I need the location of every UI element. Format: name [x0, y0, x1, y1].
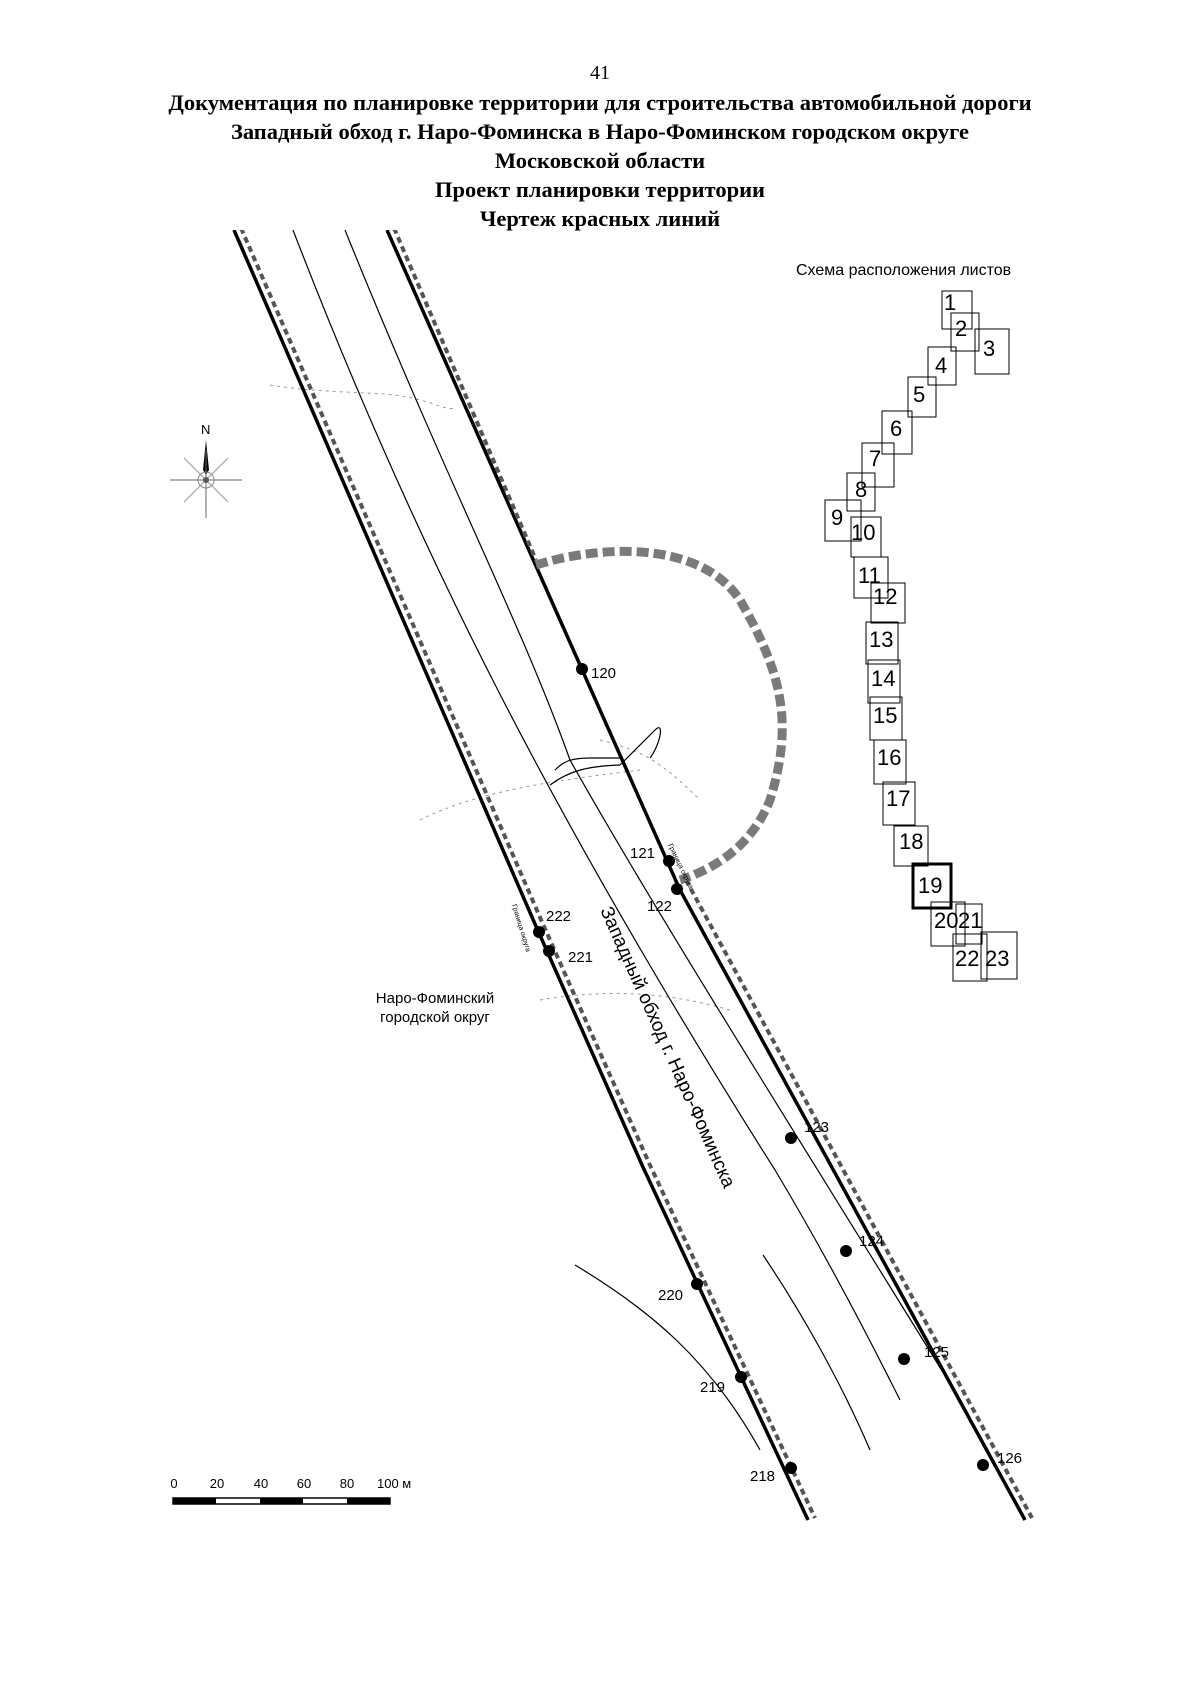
sheet-11: 11: [858, 563, 881, 588]
district-label-line-1: Наро-Фоминский: [376, 990, 494, 1007]
svg-text:80: 80: [340, 1476, 354, 1491]
sheet-layout-key: Схема расположения листов 1 2 3 4 5 6 7 …: [796, 262, 1018, 982]
document-title: Документация по планировке территории дл…: [60, 88, 1140, 233]
point-120: 120: [576, 663, 616, 682]
sheet-21: 21: [958, 908, 982, 933]
point-222: 222: [533, 908, 571, 938]
terrain-lines: [269, 384, 731, 1011]
title-line-4: Проект планировки территории: [434, 177, 766, 202]
svg-text:220: 220: [658, 1287, 683, 1304]
title-line-1: Документация по планировке территории дл…: [168, 90, 1032, 115]
sheet-5: 5: [913, 382, 925, 407]
red-line-east: [385, 230, 1034, 1521]
point-125: 125: [898, 1344, 949, 1365]
svg-text:123: 123: [804, 1119, 829, 1136]
point-218: 218: [750, 1462, 797, 1485]
sheet-13: 13: [869, 627, 893, 652]
sheet-23: 23: [985, 946, 1009, 971]
sheet-4: 4: [935, 353, 947, 378]
sheet-6: 6: [890, 416, 902, 441]
svg-text:40: 40: [254, 1476, 268, 1491]
scale-bar: 0 20 40 60 80 100 м: [170, 1476, 411, 1505]
point-220: 220: [658, 1278, 703, 1304]
title-line-2: Западный обход г. Наро-Фоминска в Наро-Ф…: [230, 119, 970, 144]
svg-text:100 м: 100 м: [377, 1476, 411, 1491]
sheet-12: 12: [873, 584, 897, 609]
sheet-7: 7: [869, 446, 881, 471]
sheet-10: 10: [851, 520, 875, 545]
map-drawing: Граница округа Граница округа Западный о…: [232, 230, 1034, 1521]
sheet-1: 1: [944, 290, 956, 315]
point-124: 124: [840, 1233, 884, 1257]
svg-text:126: 126: [997, 1450, 1022, 1467]
svg-text:121: 121: [630, 845, 655, 862]
svg-text:122: 122: [647, 898, 672, 915]
sheet-19: 19: [918, 873, 942, 898]
point-121: 121: [630, 845, 675, 867]
road-label: Западный обход г. Наро-Фоминска: [595, 903, 739, 1191]
sheet-2: 2: [955, 316, 967, 341]
sheet-9: 9: [831, 505, 843, 530]
svg-text:222: 222: [546, 908, 571, 925]
point-122: 122: [647, 883, 683, 915]
svg-text:60: 60: [297, 1476, 311, 1491]
key-title: Схема расположения листов: [796, 262, 1011, 279]
point-123: 123: [785, 1119, 829, 1144]
red-line-west: [232, 230, 817, 1521]
svg-text:20: 20: [210, 1476, 224, 1491]
svg-text:219: 219: [700, 1379, 725, 1396]
sheet-15: 15: [873, 703, 897, 728]
compass-rose-icon: N: [170, 422, 242, 518]
red-line-arc: [534, 546, 787, 885]
point-221: 221: [543, 945, 593, 966]
sheet-18: 18: [899, 829, 923, 854]
svg-text:125: 125: [924, 1344, 949, 1361]
sheet-14: 14: [871, 666, 895, 691]
title-line-3: Московской области: [494, 148, 706, 173]
page-number: 41: [590, 62, 610, 84]
point-126: 126: [977, 1450, 1022, 1471]
point-219: 219: [700, 1371, 747, 1396]
svg-text:124: 124: [859, 1233, 884, 1250]
title-line-5: Чертеж красных линий: [479, 206, 721, 231]
svg-text:120: 120: [591, 665, 616, 682]
svg-text:221: 221: [568, 949, 593, 966]
road-edges: [292, 230, 961, 1451]
sheet-3: 3: [983, 336, 995, 361]
svg-text:N: N: [201, 422, 210, 437]
sheet-22: 22: [955, 946, 979, 971]
svg-text:0: 0: [170, 1476, 177, 1491]
sheet-17: 17: [886, 786, 910, 811]
svg-text:218: 218: [750, 1468, 775, 1485]
sheet-20: 20: [934, 908, 958, 933]
sheet-8: 8: [855, 477, 867, 502]
sheet-16: 16: [877, 745, 901, 770]
district-label-line-2: городской округ: [380, 1009, 490, 1026]
